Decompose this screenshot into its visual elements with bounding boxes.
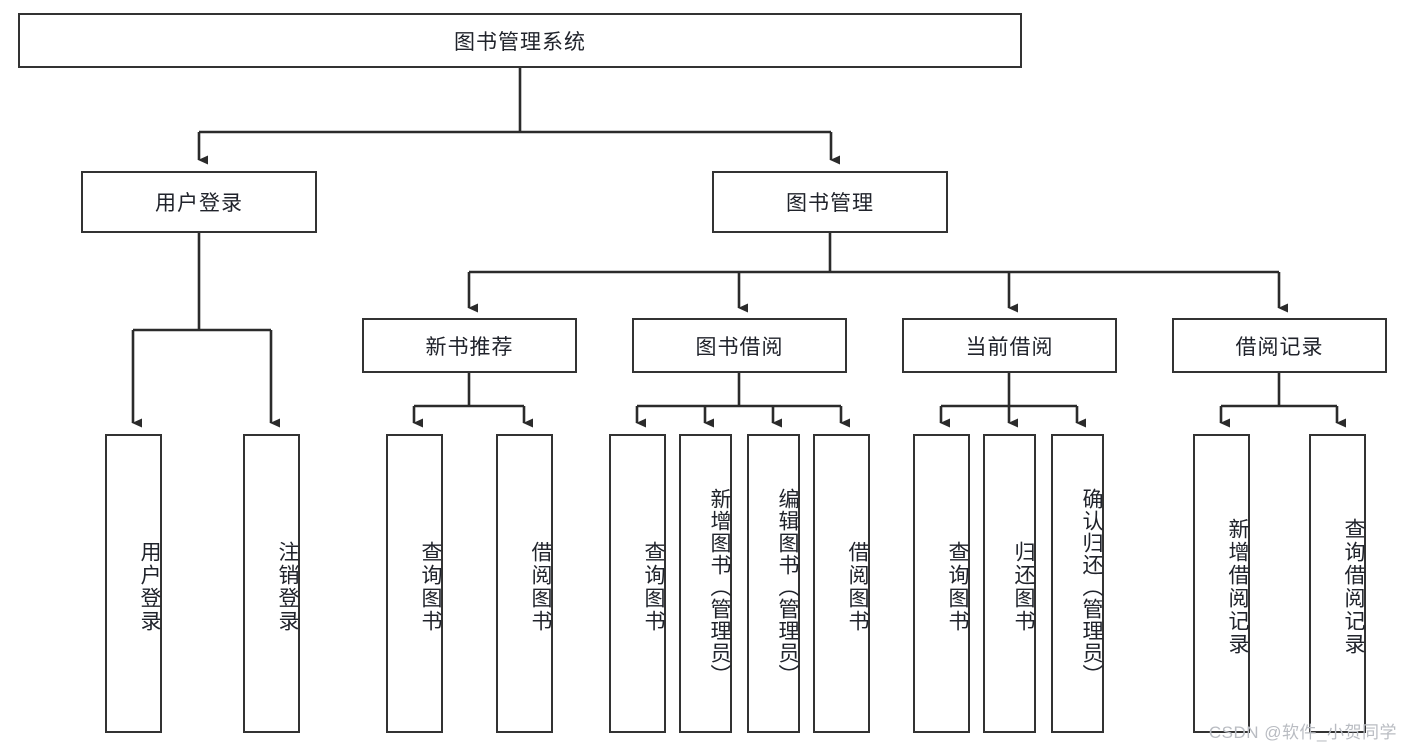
node-label: 编辑图书（管理员） [776, 487, 799, 686]
node-borrow-record[interactable]: 借阅记录 [1172, 318, 1387, 373]
leaf-edit-book-admin[interactable]: 编辑图书（管理员） [747, 434, 800, 733]
node-label: 借阅图书 [529, 540, 552, 633]
leaf-user-login[interactable]: 用户登录 [105, 434, 162, 733]
leaf-query-book-rec[interactable]: 查询图书 [386, 434, 443, 733]
node-book-manage[interactable]: 图书管理 [712, 171, 948, 233]
node-label: 借阅图书 [846, 540, 869, 633]
leaf-return-book[interactable]: 归还图书 [983, 434, 1036, 733]
node-label: 新增借阅记录 [1226, 517, 1249, 656]
node-label: 确认归还（管理员） [1080, 487, 1103, 686]
node-book-borrow[interactable]: 图书借阅 [632, 318, 847, 373]
leaf-query-borrow-record[interactable]: 查询借阅记录 [1309, 434, 1366, 733]
leaf-query-book-current[interactable]: 查询图书 [913, 434, 970, 733]
leaf-logout-login[interactable]: 注销登录 [243, 434, 300, 733]
node-label: 查询图书 [642, 540, 665, 633]
leaf-query-book-borrow[interactable]: 查询图书 [609, 434, 666, 733]
node-label: 归还图书 [1012, 540, 1035, 633]
node-label: 图书管理 [786, 192, 874, 215]
leaf-confirm-return-admin[interactable]: 确认归还（管理员） [1051, 434, 1104, 733]
node-label: 查询图书 [946, 540, 969, 633]
leaf-add-borrow-record[interactable]: 新增借阅记录 [1193, 434, 1250, 733]
node-new-book-recommend[interactable]: 新书推荐 [362, 318, 577, 373]
node-label: 当前借阅 [965, 335, 1054, 359]
node-label: 借阅记录 [1235, 335, 1324, 359]
leaf-borrow-book-rec[interactable]: 借阅图书 [496, 434, 553, 733]
node-label: 新书推荐 [425, 335, 514, 359]
node-label: 查询借阅记录 [1342, 517, 1365, 656]
node-root-system[interactable]: 图书管理系统 [18, 13, 1022, 68]
csdn-watermark: CSDN @软件_小贺同学 [1208, 723, 1397, 742]
node-label: 注销登录 [276, 540, 299, 633]
node-label: 新增图书（管理员） [708, 487, 731, 686]
leaf-borrow-book[interactable]: 借阅图书 [813, 434, 870, 733]
node-label: 用户登录 [155, 192, 243, 215]
node-label: 查询图书 [419, 540, 442, 633]
leaf-add-book-admin[interactable]: 新增图书（管理员） [679, 434, 732, 733]
node-label: 图书管理系统 [454, 30, 586, 54]
node-label: 用户登录 [138, 540, 161, 633]
node-user-login[interactable]: 用户登录 [81, 171, 317, 233]
node-current-borrow[interactable]: 当前借阅 [902, 318, 1117, 373]
node-label: 图书借阅 [695, 335, 784, 359]
